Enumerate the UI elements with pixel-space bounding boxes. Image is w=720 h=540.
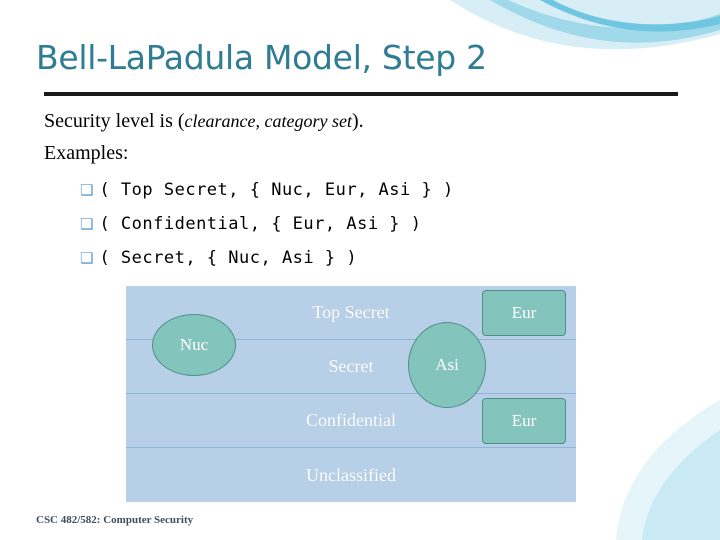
examples-list: ❏ ( Top Secret, { Nuc, Eur, Asi } ) ❏ ( … — [80, 180, 454, 282]
slide-title: Bell-LaPadula Model, Step 2 — [36, 38, 487, 77]
category-shape-eur-top: Eur — [482, 290, 566, 336]
definition-prefix: Security level is ( — [44, 110, 185, 132]
list-item: ❏ ( Top Secret, { Nuc, Eur, Asi } ) — [80, 180, 454, 214]
security-lattice-diagram: Top Secret Secret Confidential Unclassif… — [126, 286, 576, 502]
security-level-definition: Security level is (clearance, category s… — [44, 110, 364, 133]
level-label: Secret — [328, 356, 374, 376]
list-item-label: ( Secret, { Nuc, Asi } ) — [99, 248, 358, 268]
square-bullet-icon: ❏ — [80, 249, 94, 267]
title-underline-rule — [44, 92, 678, 96]
level-label: Confidential — [306, 410, 396, 430]
list-item-label: ( Confidential, { Eur, Asi } ) — [99, 214, 422, 234]
category-shape-asi: Asi — [408, 322, 486, 408]
list-item-label: ( Top Secret, { Nuc, Eur, Asi } ) — [99, 180, 454, 200]
examples-label: Examples: — [44, 142, 129, 164]
slide-footer: CSC 482/582: Computer Security — [36, 514, 194, 526]
level-label: Top Secret — [312, 302, 390, 322]
square-bullet-icon: ❏ — [80, 181, 94, 199]
definition-italic: clearance, category set — [184, 111, 352, 131]
level-band-unclassified: Unclassified — [126, 448, 576, 502]
category-shape-nuc: Nuc — [152, 314, 236, 376]
square-bullet-icon: ❏ — [80, 215, 94, 233]
category-shape-eur-bottom: Eur — [482, 398, 566, 444]
level-label: Unclassified — [306, 464, 396, 485]
list-item: ❏ ( Confidential, { Eur, Asi } ) — [80, 214, 454, 248]
definition-suffix: ). — [351, 110, 364, 132]
list-item: ❏ ( Secret, { Nuc, Asi } ) — [80, 248, 454, 282]
